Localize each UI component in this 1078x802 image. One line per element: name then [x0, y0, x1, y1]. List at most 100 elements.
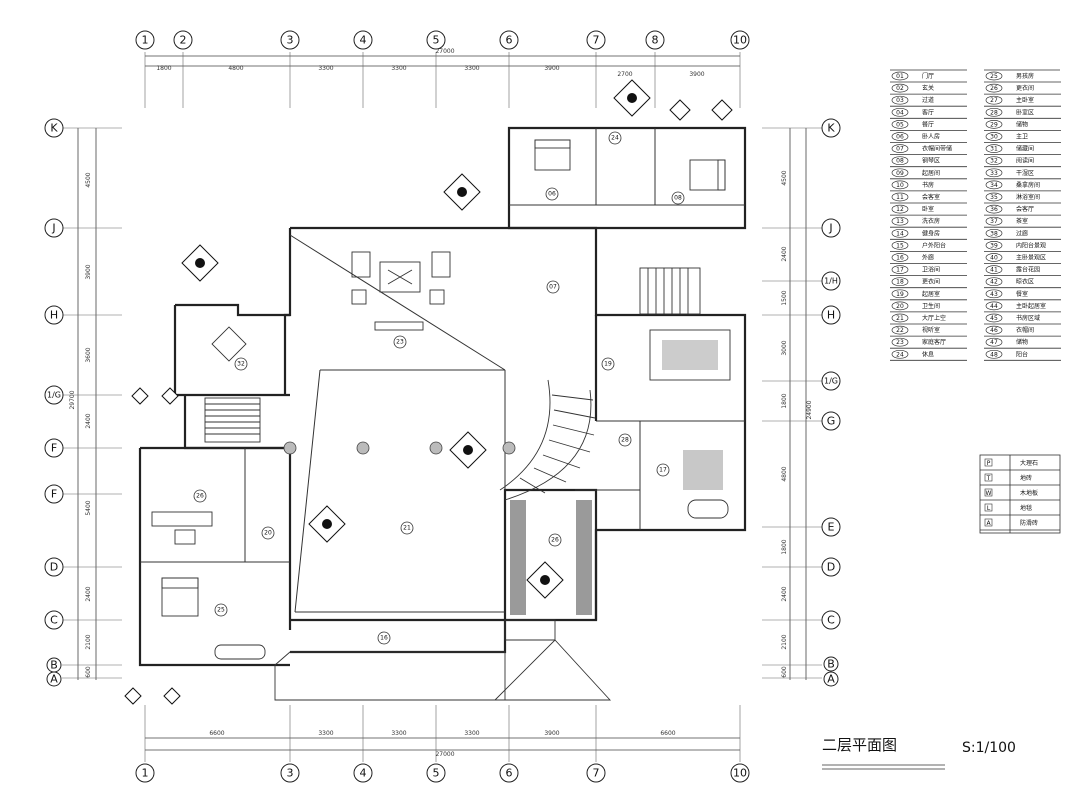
legend-room-name: 卫浴间	[922, 266, 940, 274]
axis-marker: H	[821, 305, 841, 325]
drawing-title-block: 二层平面图 S:1/100	[822, 736, 1016, 770]
svg-text:1/G: 1/G	[824, 377, 838, 386]
dim-top-3: 3300	[318, 65, 333, 72]
dim-right-1: 4500	[781, 170, 788, 185]
top-total-dimension: 27000	[435, 48, 454, 55]
legend-room-name: 茶室	[1016, 217, 1028, 225]
dim-right-3: 1500	[781, 290, 788, 305]
svg-text:K: K	[50, 122, 58, 135]
dim-right-2: 2400	[781, 246, 788, 261]
callout-marker	[449, 431, 487, 469]
svg-text:07: 07	[549, 284, 557, 291]
axis-marker: 7	[586, 30, 606, 50]
room-tag: 19	[601, 357, 615, 371]
axis-marker: 10	[730, 30, 750, 50]
svg-text:J: J	[51, 222, 55, 235]
dim-left-3: 3600	[85, 347, 92, 362]
axis-marker: G	[821, 411, 841, 431]
svg-text:16: 16	[380, 635, 388, 642]
axis-marker: F	[44, 438, 64, 458]
legend-room-number: 22	[896, 327, 904, 334]
legend-room-name: 主卧室	[1016, 96, 1034, 104]
legend-row: 24 休息	[890, 349, 967, 361]
drawing-scale: S:1/100	[962, 740, 1016, 756]
bottom-dimension-lines: 6600 3300 3300 3300 3900 6600 27000	[144, 705, 741, 762]
staircase-left	[204, 397, 261, 443]
svg-text:06: 06	[548, 191, 556, 198]
legend-room-name: 主卧起居室	[1016, 302, 1046, 310]
axis-marker: F	[44, 484, 64, 504]
legend-room-name: 储物	[1016, 120, 1028, 128]
svg-text:17: 17	[659, 467, 667, 474]
legend-room-name: 洗衣房	[922, 217, 940, 225]
legend-room-name: 阅读间	[1016, 157, 1034, 165]
legend-room-name: 过道	[922, 96, 934, 104]
axis-marker: 2	[173, 30, 193, 50]
legend-row: 37 茶室	[984, 216, 1061, 228]
left-dimension-lines: 4500 3900 3600 2400 5400 2400 2100 600 2…	[62, 127, 122, 680]
axis-marker: H	[44, 305, 64, 325]
legend-room-number: 24	[896, 351, 904, 358]
legend-room-number: 05	[896, 121, 904, 128]
svg-text:2: 2	[180, 34, 187, 47]
legend-room-name: 门厅	[922, 72, 934, 80]
axis-marker: E	[821, 517, 841, 537]
legend-room-number: 37	[990, 218, 998, 225]
axis-marker: 5	[426, 30, 446, 50]
axis-marker: K	[821, 118, 841, 138]
dim-top-6: 3900	[544, 65, 559, 72]
svg-text:10: 10	[733, 34, 747, 47]
legend-room-number: 40	[990, 255, 998, 262]
svg-text:C: C	[827, 614, 835, 627]
room-tag: 07	[546, 280, 560, 294]
axis-marker: 6	[499, 763, 519, 783]
svg-text:6: 6	[506, 767, 513, 780]
legend-room-name: 衣帽间	[1016, 326, 1034, 334]
legend-room-number: 11	[896, 194, 904, 201]
dim-right-9: 2100	[781, 634, 788, 649]
legend-room-number: 48	[990, 351, 998, 358]
legend-room-number: 13	[896, 218, 904, 225]
room-tag: 23	[393, 335, 407, 349]
legend-room-name: 主卫	[1016, 133, 1028, 141]
legend-room-name: 休息	[922, 350, 934, 358]
sauna-feature	[683, 450, 723, 490]
axis-marker: D	[821, 557, 841, 577]
room-tag: 20	[261, 526, 275, 540]
svg-text:F: F	[51, 442, 57, 455]
axis-marker: K	[44, 118, 64, 138]
family-room-sofa-set	[351, 251, 451, 331]
svg-text:5: 5	[433, 767, 440, 780]
legend-room-name: 干湿区	[1016, 169, 1034, 177]
axis-marker: 7	[586, 763, 606, 783]
dim-bottom-5: 3900	[544, 730, 559, 737]
material-symbol: T	[986, 475, 991, 482]
desk-study	[151, 511, 213, 545]
svg-text:3: 3	[287, 767, 294, 780]
legend-room-name: 健身房	[922, 229, 940, 237]
callout-marker	[131, 387, 149, 405]
legend-room-name: 更衣间	[922, 278, 940, 286]
legend-room-number: 47	[990, 339, 998, 346]
legend-room-name: 内阳台景观	[1016, 241, 1046, 249]
axis-marker: 5	[426, 763, 446, 783]
axis-marker: D	[44, 557, 64, 577]
axis-marker: A	[823, 671, 839, 687]
legend-room-number: 20	[896, 303, 904, 310]
svg-text:6: 6	[506, 34, 513, 47]
